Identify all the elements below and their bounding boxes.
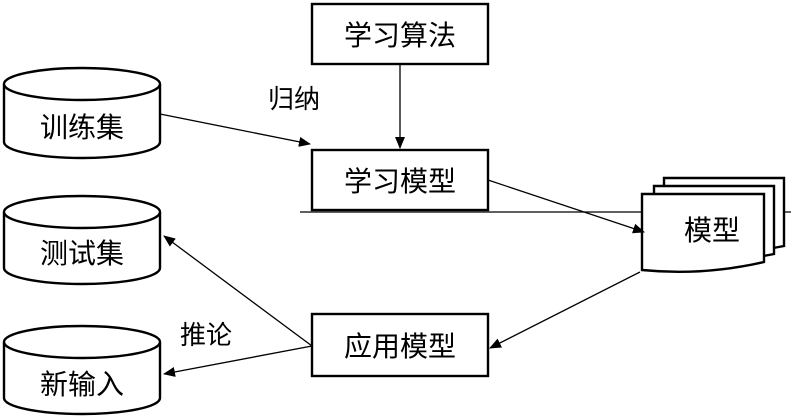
learning-model-label: 学习模型 <box>344 165 456 198</box>
training-set-label: 训练集 <box>40 111 124 144</box>
apply-model-label: 应用模型 <box>344 330 456 363</box>
training-set-cylinder-body <box>2 84 162 160</box>
arrow-apply-model-to-test-set <box>163 235 313 347</box>
arrow-training-set-to-learning-model <box>159 113 311 147</box>
learning-algorithm-node: 学习算法 <box>310 2 490 66</box>
arrow-apply-model-to-new-input <box>163 345 313 377</box>
induction-label: 归纳 <box>268 85 320 115</box>
model-label: 模型 <box>684 214 740 247</box>
model-node: 模型 <box>640 176 786 273</box>
inference-label: 推论 <box>180 321 232 351</box>
new-input-cylinder-body <box>2 342 162 416</box>
apply-model-box <box>310 312 490 378</box>
arrow-model-to-apply-model <box>489 271 641 349</box>
learning-model-box <box>310 148 490 212</box>
test-set-node: 测试集 <box>2 194 162 286</box>
learning-model-node: 学习模型 <box>310 148 490 212</box>
test-set-cylinder-top <box>2 194 162 230</box>
training-set-cylinder-top <box>2 66 162 102</box>
training-set-node: 训练集 <box>2 66 162 160</box>
learning-algorithm-box <box>310 2 490 66</box>
new-input-label: 新输入 <box>40 368 124 401</box>
test-set-cylinder-body <box>2 212 162 286</box>
model-doc-front <box>640 192 766 273</box>
apply-model-node: 应用模型 <box>310 312 490 378</box>
arrow-learning-model-to-model <box>487 179 645 234</box>
test-set-label: 测试集 <box>40 237 124 270</box>
new-input-cylinder-top <box>2 324 162 360</box>
new-input-node: 新输入 <box>2 324 162 416</box>
learning-algorithm-label: 学习算法 <box>344 19 456 52</box>
